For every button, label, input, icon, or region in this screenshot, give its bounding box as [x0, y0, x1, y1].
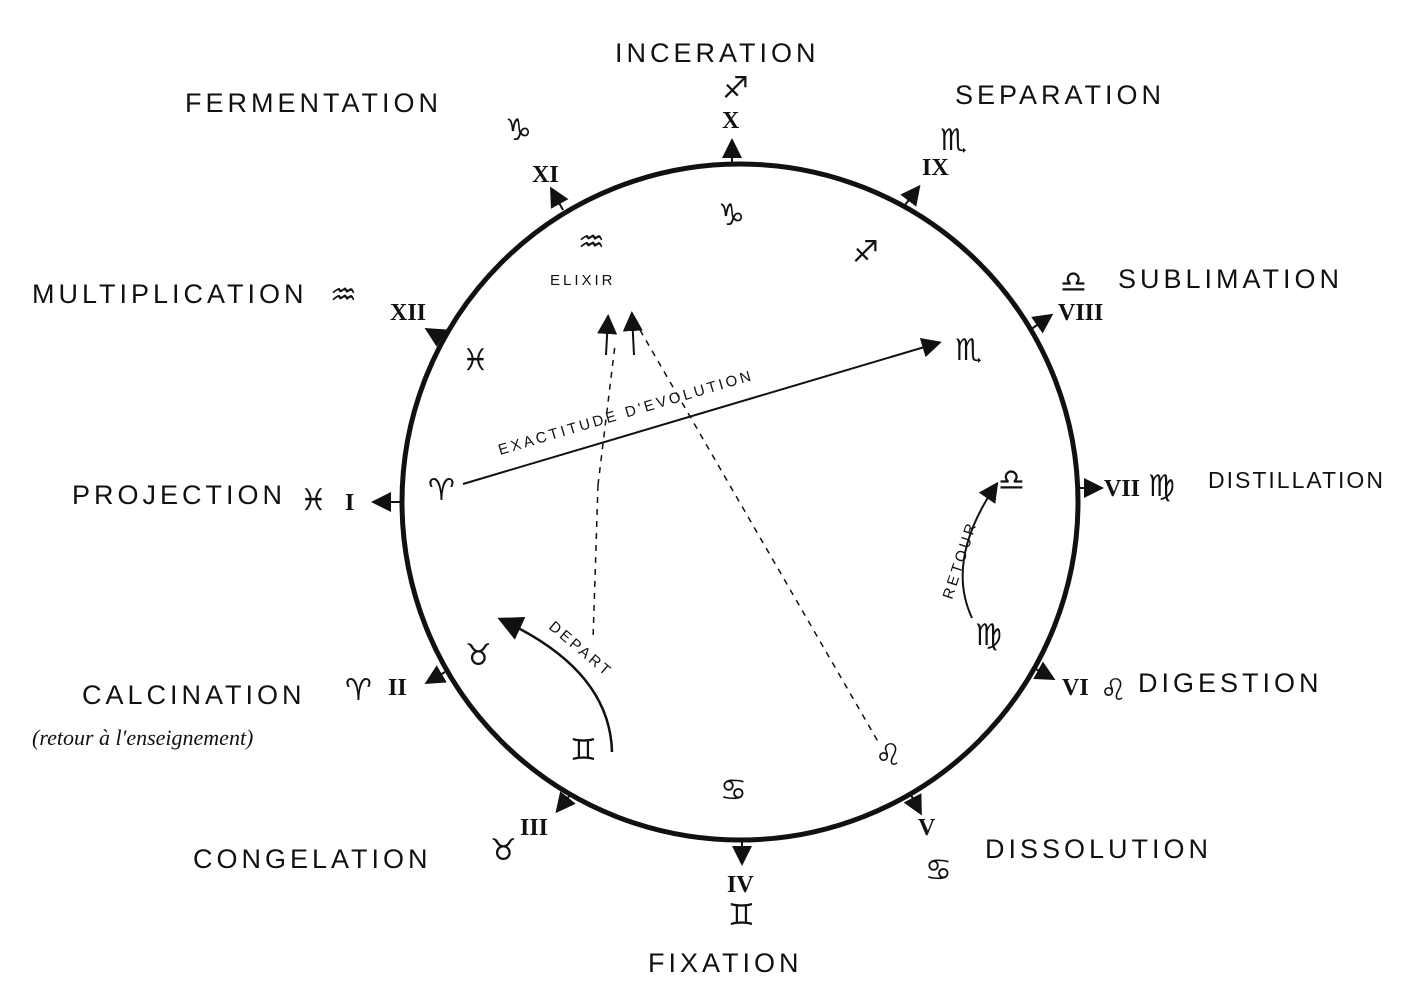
stage-congelation: CONGELATION	[193, 844, 432, 874]
stage-inceration: INCERATION	[615, 38, 820, 68]
numeral-i: I	[345, 490, 354, 516]
depart-arrow	[497, 617, 614, 753]
stage-sublimation: SUBLIMATION	[1118, 264, 1343, 294]
stage-projection: PROJECTION	[72, 480, 286, 510]
capricorn-outer-icon: ♑	[505, 113, 532, 148]
pisces-inner-icon: ♓	[462, 343, 489, 378]
stage-separation: SEPARATION	[955, 80, 1165, 110]
gemini-inner-icon: ♊	[570, 733, 597, 768]
numeral-x: X	[722, 108, 740, 134]
stage-calcination: CALCINATION	[82, 680, 306, 710]
wheel-circle	[399, 161, 1081, 843]
cancer-inner-icon: ♋	[720, 773, 747, 808]
taurus-inner-icon: ♉	[465, 638, 492, 673]
stage-fixation: FIXATION	[648, 948, 803, 978]
numeral-ix: IX	[922, 155, 949, 181]
evolution-arrow	[462, 337, 942, 485]
stage-dissolution: DISSOLUTION	[985, 834, 1212, 864]
libra-outer-icon: ♎	[1060, 265, 1087, 300]
sagittarius-inner-icon: ♐	[852, 235, 879, 270]
depart-label: DEPART	[545, 618, 615, 681]
pisces-outer-icon: ♓	[300, 483, 327, 518]
cancer-outer-icon: ♋	[925, 853, 952, 888]
taurus-outer-icon: ♉	[490, 833, 517, 868]
leo-outer-icon: ♌	[1100, 673, 1127, 708]
aquarius-inner-icon: ♒	[578, 225, 605, 260]
calcination-note: (retour à l'enseignement)	[32, 725, 253, 750]
numeral-xii: XII	[390, 300, 426, 326]
virgo-outer-icon: ♍	[1148, 469, 1175, 504]
aries-outer-icon: ♈	[345, 673, 372, 708]
aquarius-outer-icon: ♒	[330, 278, 357, 313]
elixir-arrows	[597, 311, 643, 356]
numeral-viii: VIII	[1058, 300, 1103, 326]
libra-inner-icon: ♎	[998, 463, 1025, 498]
numeral-xi: XI	[532, 162, 559, 188]
leo-inner-icon: ♌	[875, 738, 902, 773]
evolution-label: EXACTITUDE D'EVOLUTION	[496, 367, 755, 459]
numeral-ii: II	[388, 675, 407, 701]
aries-inner-icon: ♈	[428, 473, 455, 508]
sagittarius-outer-icon: ♐	[722, 71, 749, 106]
stage-multiplication: MULTIPLICATION	[32, 279, 308, 309]
retour-label: RETOUR	[940, 519, 981, 601]
capricorn-inner-icon: ♑	[718, 198, 745, 233]
numeral-iv: IV	[727, 872, 754, 898]
gemini-outer-icon: ♊	[728, 898, 755, 933]
scorpio-outer-icon: ♏	[940, 123, 967, 158]
elixir-label: ELIXIR	[550, 272, 616, 289]
stage-arrows	[371, 138, 1104, 866]
numeral-vii: VII	[1104, 476, 1140, 502]
numeral-v: V	[918, 815, 936, 841]
numeral-iii: III	[520, 815, 548, 841]
virgo-inner-icon: ♍	[975, 618, 1002, 653]
stage-distillation: DISTILLATION	[1208, 467, 1385, 493]
dashed-lines	[592, 329, 881, 746]
stage-fermentation: FERMENTATION	[185, 88, 442, 118]
numeral-vi: VI	[1062, 675, 1089, 701]
scorpio-inner-icon: ♏	[955, 333, 982, 368]
retour-arrow	[961, 481, 999, 619]
stage-digestion: DIGESTION	[1138, 668, 1323, 698]
